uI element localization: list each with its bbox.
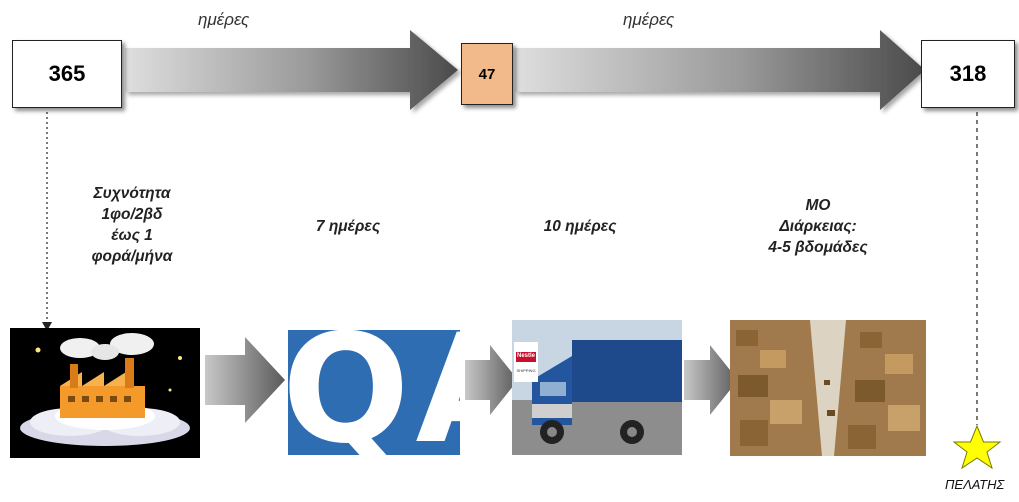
- qa-logo-image: QA: [288, 330, 460, 455]
- customer-star-icon: [952, 424, 1002, 470]
- truck-sign-subtext: SHIPPING: [516, 368, 536, 373]
- arrow1-label: ημέρες: [198, 10, 250, 29]
- stage-arrow-2: [465, 345, 518, 415]
- start-inventory-value: 365: [48, 61, 86, 86]
- qa-logo-text: QA: [288, 330, 460, 455]
- start-inventory-box: 365: [12, 40, 122, 108]
- factory-image: [10, 328, 200, 458]
- frequency-line-1: Συχνότητα: [93, 185, 171, 202]
- warehouse-line-3: 4-5 βδομάδες: [768, 239, 868, 256]
- big-arrow-1: [125, 30, 458, 110]
- warehouse-duration-text: ΜΟ Διάρκειας: 4-5 βδομάδες: [738, 195, 898, 258]
- warehouse-line-1: ΜΟ: [805, 197, 831, 214]
- stage-arrow-1: [205, 337, 285, 423]
- factory-icon: [20, 333, 190, 446]
- middle-inventory-box: 47: [461, 43, 513, 105]
- truck-sign-text: Nestle: [516, 353, 535, 359]
- arrow2-label: ημέρες: [623, 10, 675, 29]
- warehouse-line-2: Διάρκειας:: [779, 218, 857, 235]
- frequency-line-3: έως 1: [111, 227, 153, 244]
- customer-label: ΠΕΛΑΤΗΣ: [945, 477, 1005, 492]
- end-inventory-box: 318: [921, 40, 1015, 108]
- stage-arrow-3: [684, 345, 738, 415]
- frequency-line-4: φορά/μήνα: [91, 248, 173, 265]
- truck-icon: [512, 320, 682, 455]
- end-inventory-value: 318: [949, 61, 987, 86]
- transport-duration-text: 10 ημέρες: [543, 218, 617, 235]
- frequency-text: Συχνότητα 1φο/2βδ έως 1 φορά/μήνα: [62, 183, 202, 267]
- connector-arrowhead: [42, 322, 52, 331]
- big-arrow-2: [515, 30, 925, 110]
- frequency-line-2: 1φο/2βδ: [101, 206, 163, 223]
- warehouse-image: [730, 320, 926, 456]
- qa-duration-text: 7 ημέρες: [315, 218, 381, 235]
- warehouse-icon: [730, 320, 926, 456]
- truck-image: Nestle SHIPPING: [512, 320, 682, 455]
- middle-inventory-value: 47: [478, 65, 496, 83]
